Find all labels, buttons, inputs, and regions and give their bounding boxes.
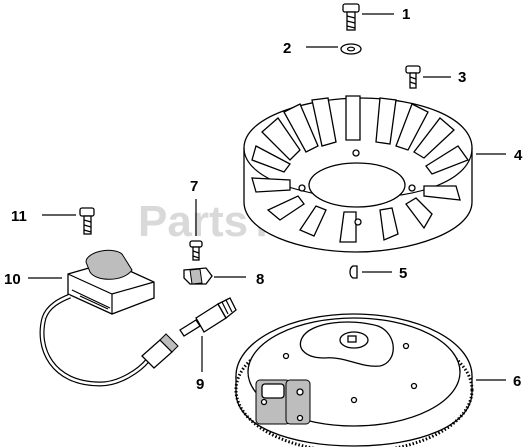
- callout-label-5: 5: [399, 265, 407, 282]
- screw-part-11: [79, 207, 95, 235]
- bolt-part-1: [342, 3, 360, 31]
- flywheel-fan-part-4: [243, 95, 473, 253]
- flywheel-part-6: [234, 313, 474, 447]
- ignition-coil-part-10: [39, 249, 179, 387]
- callout-label-10: 10: [4, 271, 21, 288]
- callout-label-8: 8: [256, 271, 264, 288]
- callout-label-6: 6: [513, 373, 521, 390]
- callout-label-2: 2: [283, 40, 291, 57]
- spark-plug-part-9: [179, 297, 237, 337]
- callout-label-9: 9: [196, 376, 204, 393]
- key-part-5: [349, 265, 358, 279]
- clip-part-8: [183, 267, 213, 285]
- callout-label-7: 7: [190, 178, 198, 195]
- callout-label-11: 11: [11, 208, 27, 225]
- callout-label-3: 3: [458, 69, 466, 86]
- callout-label-4: 4: [514, 147, 523, 164]
- callout-label-1: 1: [402, 6, 410, 23]
- bolt-part-3: [405, 65, 421, 89]
- screw-part-7: [189, 240, 203, 261]
- washer-part-2: [340, 43, 362, 55]
